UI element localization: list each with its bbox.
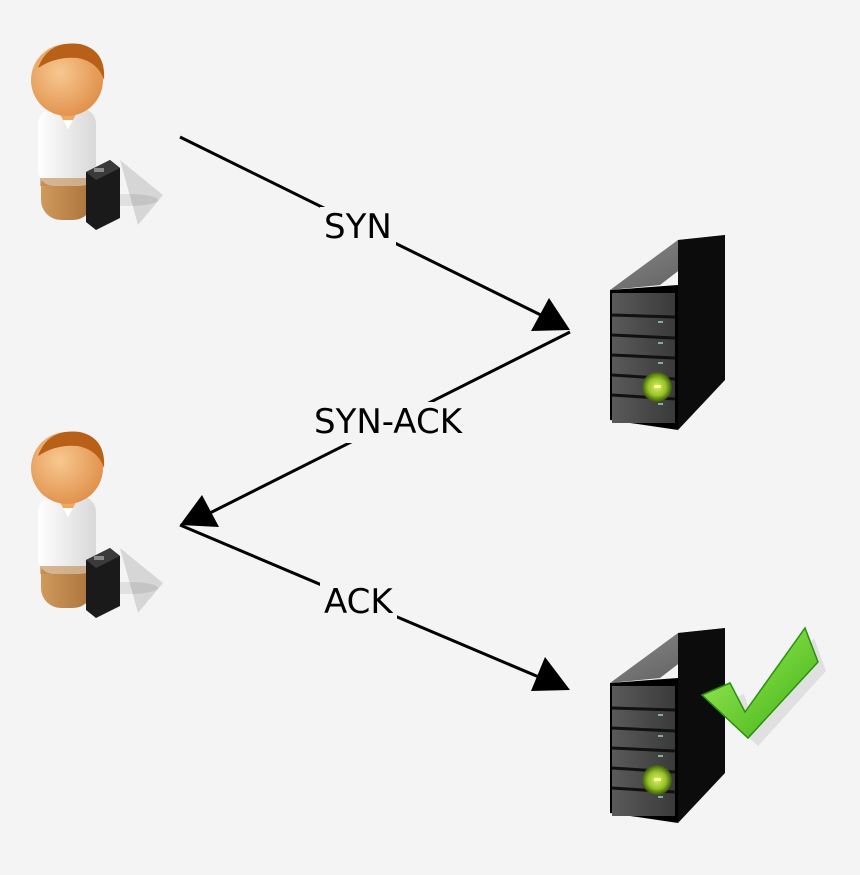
server-bottom-icon: [608, 626, 732, 825]
syn-arrowhead-icon: [531, 298, 570, 331]
ack-arrowhead-icon: [531, 657, 570, 691]
green-checkmark-icon: [700, 626, 826, 746]
server-top-icon: [608, 233, 732, 432]
client-bottom-icon: [31, 431, 163, 618]
client-top-icon: [31, 43, 163, 230]
ack-label: ACK: [320, 582, 397, 624]
syn-label: SYN: [320, 207, 396, 249]
syn-ack-arrowhead-icon: [180, 495, 219, 527]
syn-ack-label: SYN-ACK: [310, 402, 467, 444]
